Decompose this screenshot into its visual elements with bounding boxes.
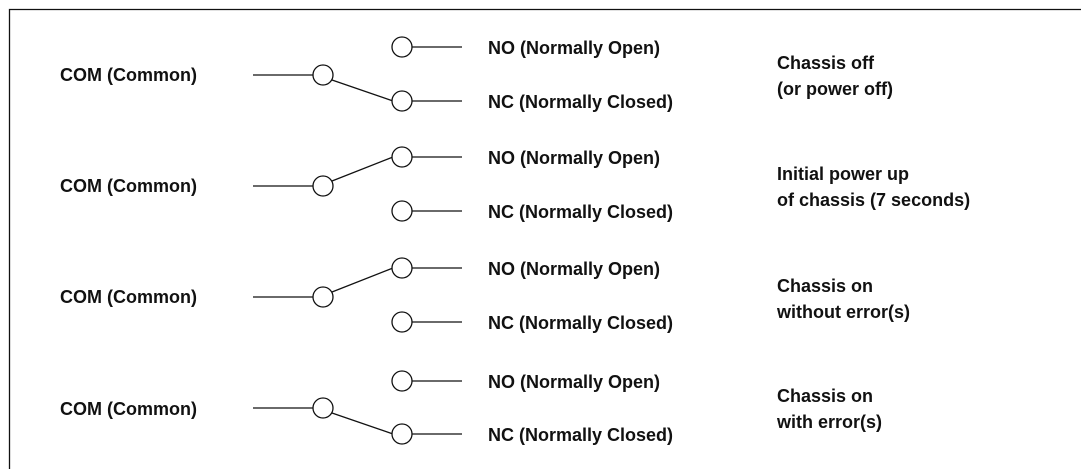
nc-label: NC (Normally Closed) (488, 92, 673, 112)
nc-terminal (391, 90, 413, 112)
switch-arm (331, 267, 394, 293)
no-label: NO (Normally Open) (488, 259, 660, 279)
relay-row: COM (Common) NO (Normally Open) NC (Norm… (60, 146, 970, 222)
relay-row: COM (Common) NO (Normally Open) NC (Norm… (60, 36, 893, 112)
com-terminal (312, 397, 334, 419)
nc-terminal (391, 200, 413, 222)
state-line: with error(s) (776, 412, 882, 432)
no-label: NO (Normally Open) (488, 38, 660, 58)
state-line: without error(s) (776, 302, 910, 322)
no-terminal (391, 257, 413, 279)
state-line: Chassis off (777, 53, 875, 73)
state-description: Initial power up of chassis (7 seconds) (777, 164, 970, 210)
switch-arm (331, 79, 394, 102)
no-terminal (391, 36, 413, 58)
switch-arm (331, 412, 394, 435)
nc-label: NC (Normally Closed) (488, 313, 673, 333)
nc-label: NC (Normally Closed) (488, 425, 673, 445)
com-terminal (312, 286, 334, 308)
no-label: NO (Normally Open) (488, 148, 660, 168)
no-terminal (391, 146, 413, 168)
state-line: of chassis (7 seconds) (777, 190, 970, 210)
nc-terminal (391, 311, 413, 333)
relay-row: COM (Common) NO (Normally Open) NC (Norm… (60, 370, 882, 445)
no-label: NO (Normally Open) (488, 372, 660, 392)
com-terminal (312, 175, 334, 197)
nc-terminal (391, 423, 413, 445)
no-terminal (391, 370, 413, 392)
nc-label: NC (Normally Closed) (488, 202, 673, 222)
relay-row: COM (Common) NO (Normally Open) NC (Norm… (60, 257, 910, 333)
diagram-frame (8, 8, 1081, 469)
com-label: COM (Common) (60, 65, 197, 85)
state-line: Chassis on (777, 386, 873, 406)
com-label: COM (Common) (60, 287, 197, 307)
state-line: (or power off) (777, 79, 893, 99)
com-label: COM (Common) (60, 176, 197, 196)
state-description: Chassis on with error(s) (776, 386, 882, 432)
state-line: Initial power up (777, 164, 909, 184)
com-terminal (312, 64, 334, 86)
com-label: COM (Common) (60, 399, 197, 419)
state-description: Chassis on without error(s) (776, 276, 910, 322)
switch-arm (331, 156, 394, 182)
state-line: Chassis on (777, 276, 873, 296)
state-description: Chassis off (or power off) (777, 53, 893, 99)
